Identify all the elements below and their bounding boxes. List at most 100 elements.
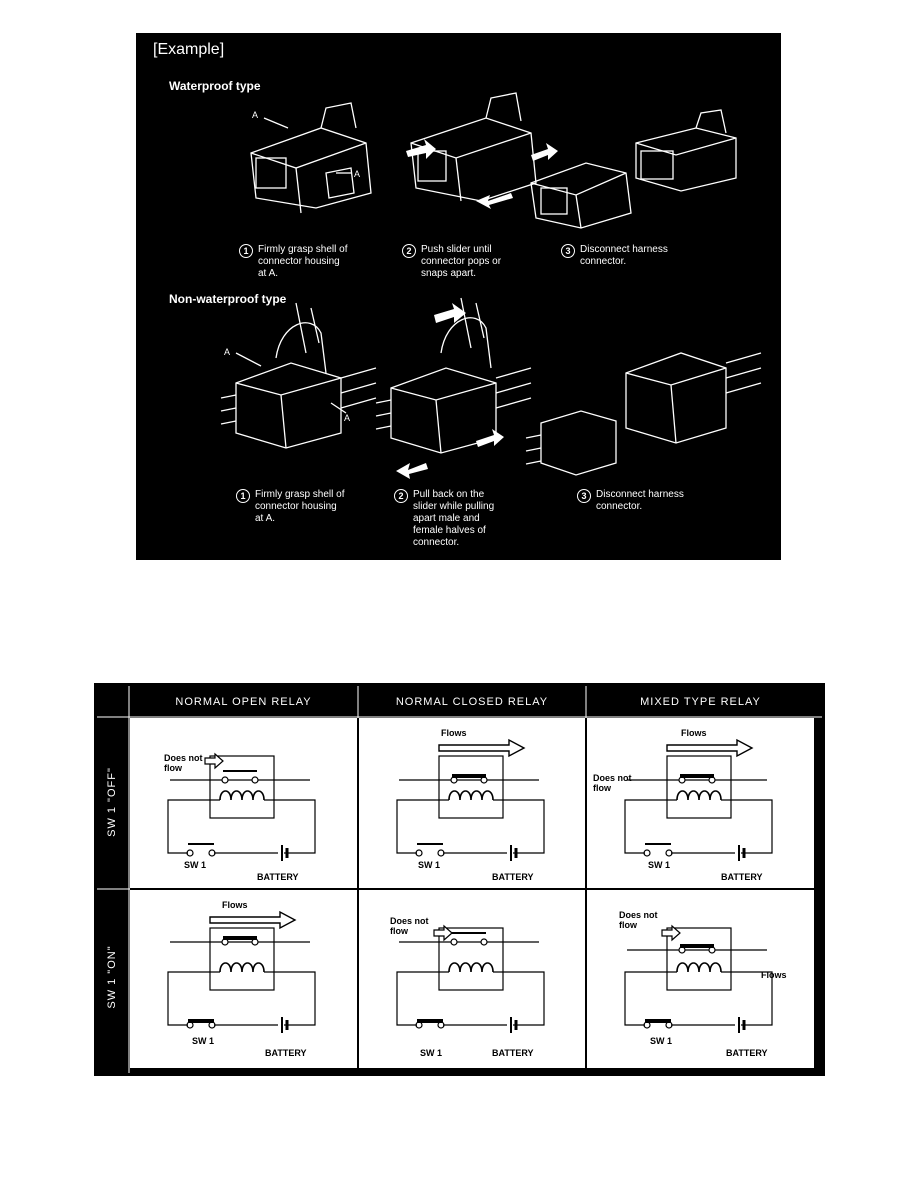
- battery-label: BATTERY: [257, 872, 299, 882]
- step-number-3: 3: [561, 244, 575, 258]
- non-waterproof-step-2: 2 Pull back on the slider while pulling …: [394, 489, 494, 549]
- step-number-1: 1: [239, 244, 253, 258]
- step-text: Disconnect harness connector.: [596, 489, 684, 512]
- column-header-normal-closed: NORMAL CLOSED RELAY: [395, 696, 549, 708]
- connector-illustrations: [220, 92, 762, 479]
- waterproof-heading: Waterproof type: [169, 79, 261, 93]
- non-waterproof-male-half-illustration: [525, 410, 617, 476]
- switch-contact: [665, 849, 673, 857]
- relay-table-grid: [97, 686, 822, 1073]
- switch-contact: [186, 849, 194, 857]
- circuit-wire: [493, 799, 545, 854]
- no-flow-arrow-icon: [204, 752, 224, 770]
- waterproof-connector-1-illustration: [250, 102, 372, 214]
- battery-label: BATTERY: [492, 1048, 534, 1058]
- does-not-flow-label: Does not flow: [390, 916, 429, 936]
- waterproof-step-2: 2 Push slider until connector pops or sn…: [402, 244, 501, 280]
- step-text: Pull back on the slider while pulling ap…: [413, 489, 495, 548]
- switch-contact: [437, 849, 445, 857]
- non-waterproof-step-3: 3 Disconnect harness connector.: [577, 489, 684, 513]
- flow-arrow-icon: [666, 738, 754, 758]
- relay-contact: [450, 938, 458, 946]
- coil-icon: [219, 790, 265, 801]
- circuit-wire: [396, 799, 449, 854]
- switch-contact: [208, 849, 216, 857]
- circuit-wire: [721, 799, 773, 854]
- waterproof-step-3: 3 Disconnect harness connector.: [561, 244, 668, 268]
- flows-label: Flows: [222, 900, 248, 910]
- column-header-mixed-type: MIXED TYPE RELAY: [640, 696, 761, 708]
- relay-box: [666, 755, 732, 819]
- does-not-flow-label: Does not flow: [593, 773, 632, 793]
- non-waterproof-heading: Non-waterproof type: [169, 292, 287, 306]
- label-a: A: [252, 110, 259, 120]
- step-text: Disconnect harness connector.: [580, 244, 668, 267]
- relay-contact: [251, 776, 259, 784]
- coil-icon: [448, 790, 494, 801]
- arrow-icon: [476, 193, 513, 209]
- step-number-2: 2: [394, 489, 408, 503]
- no-flow-arrow-icon: [661, 924, 681, 942]
- sw1-label: SW 1: [420, 1048, 443, 1058]
- coil-icon: [448, 962, 494, 973]
- label-a: A: [354, 169, 361, 179]
- flow-arrow-icon: [438, 738, 526, 758]
- connector-disconnect-panel: [Example] Waterproof type A A 1 Firmly g…: [136, 33, 781, 560]
- step-text: Firmly grasp shell of connector housing …: [258, 244, 348, 279]
- arrow-icon: [406, 139, 436, 159]
- relay-types-table: NORMAL OPEN RELAY NORMAL CLOSED RELAY MI…: [94, 683, 825, 1076]
- waterproof-connector-3-illustration: [635, 109, 737, 192]
- relay-box: [666, 927, 732, 991]
- row-header-sw1-off: SW 1 "OFF": [106, 767, 118, 837]
- non-waterproof-connector-3-illustration: [625, 352, 762, 444]
- step-text: Firmly grasp shell of connector housing …: [255, 489, 345, 524]
- sw1-label: SW 1: [648, 860, 671, 870]
- step-number-2: 2: [402, 244, 416, 258]
- row-header-sw1-on: SW 1 "ON": [106, 945, 118, 1009]
- arrow-icon: [434, 303, 466, 323]
- relay-box: [209, 755, 275, 819]
- sw1-label: SW 1: [650, 1036, 673, 1046]
- circuit-wire: [624, 799, 677, 854]
- relay-box: [438, 927, 504, 991]
- label-a: A: [344, 413, 351, 423]
- flows-label: Flows: [441, 728, 467, 738]
- battery-label: BATTERY: [726, 1048, 768, 1058]
- battery-label: BATTERY: [492, 872, 534, 882]
- flows-label: Flows: [681, 728, 707, 738]
- coil-icon: [219, 962, 265, 973]
- non-waterproof-connector-1-illustration: [220, 302, 377, 449]
- does-not-flow-label: Does not flow: [619, 910, 658, 930]
- step-number-1: 1: [236, 489, 250, 503]
- circuit-wire: [396, 971, 449, 1026]
- example-title: [Example]: [153, 41, 225, 58]
- battery-label: BATTERY: [265, 1048, 307, 1058]
- step-text: Push slider until connector pops or snap…: [421, 244, 502, 279]
- switch-contact: [415, 849, 423, 857]
- does-not-flow-label: Does not flow: [164, 753, 203, 773]
- coil-icon: [676, 790, 722, 801]
- arrow-icon: [396, 463, 428, 479]
- column-header-normal-open: NORMAL OPEN RELAY: [175, 696, 312, 708]
- sw1-label: SW 1: [418, 860, 441, 870]
- sw1-label: SW 1: [184, 860, 207, 870]
- non-waterproof-connector-2-illustration: [375, 297, 532, 454]
- coil-icon: [676, 962, 722, 973]
- circuit-wire: [264, 971, 316, 1026]
- flows-label: Flows: [761, 970, 787, 980]
- waterproof-step-1: 1 Firmly grasp shell of connector housin…: [239, 244, 347, 280]
- battery-label: BATTERY: [721, 872, 763, 882]
- relay-contact: [221, 776, 229, 784]
- circuit-wire: [624, 971, 677, 1026]
- non-waterproof-step-1: 1 Firmly grasp shell of connector housin…: [236, 489, 344, 525]
- sw1-label: SW 1: [192, 1036, 215, 1046]
- relay-contact: [480, 938, 488, 946]
- circuit-wire: [264, 799, 316, 854]
- flow-arrow-icon: [209, 910, 297, 930]
- relay-box: [438, 755, 504, 819]
- arrow-icon: [476, 429, 504, 447]
- circuit-wire: [721, 971, 773, 1026]
- arrow-icon: [531, 143, 558, 161]
- waterproof-connector-split-illustration: [530, 162, 632, 229]
- switch-contact: [643, 849, 651, 857]
